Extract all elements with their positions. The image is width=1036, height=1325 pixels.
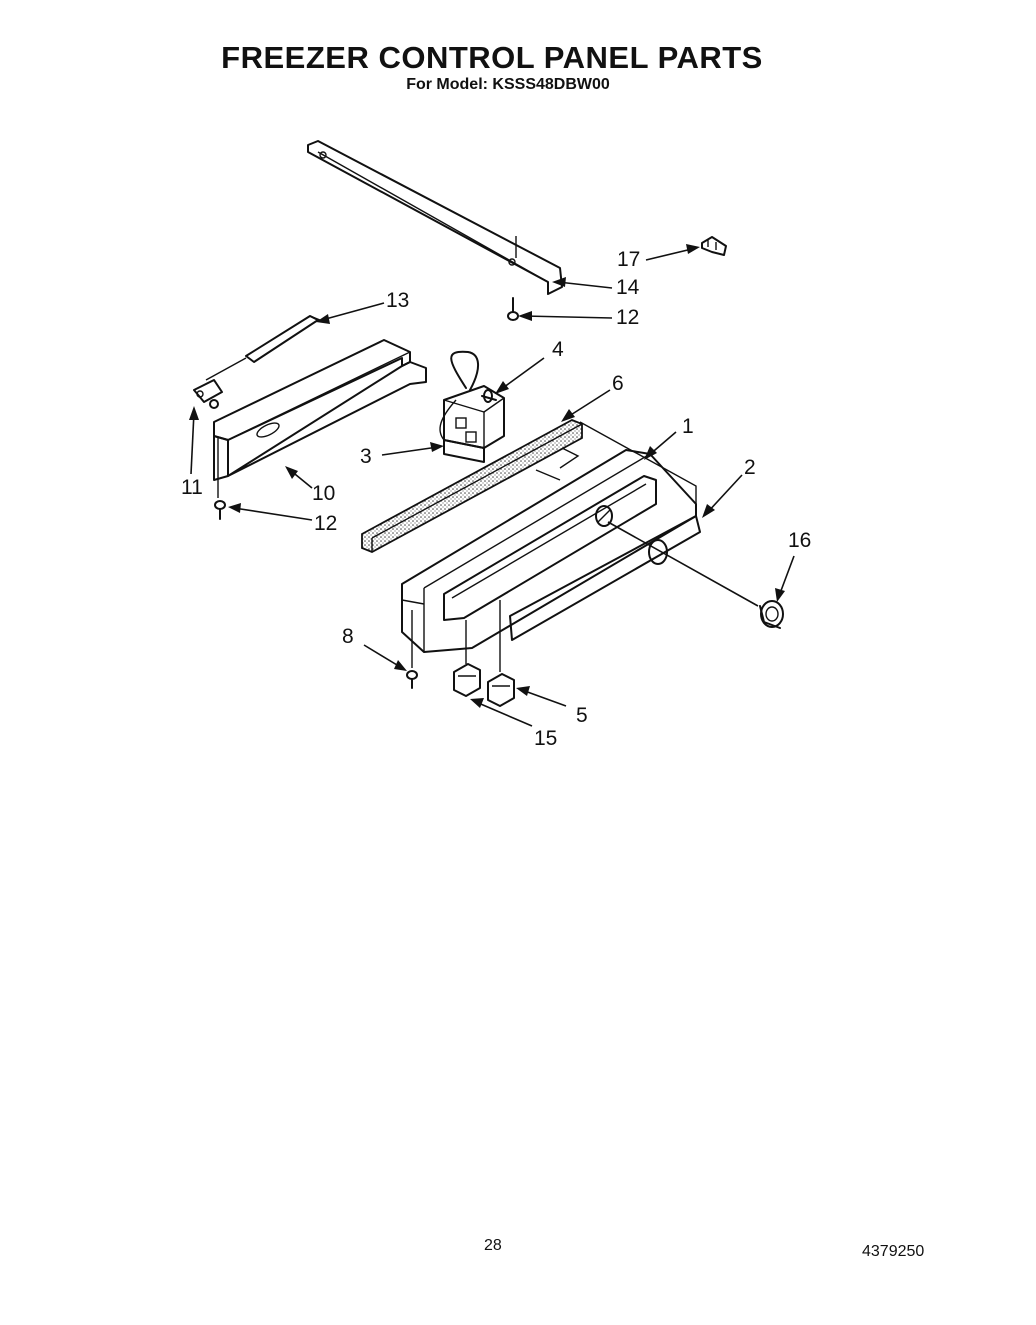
document-number: 4379250 [862,1243,925,1260]
leader-11 [189,406,199,475]
part-6-gasket [361,419,583,553]
leader-8 [363,644,407,671]
part-15-switch [453,620,481,697]
part-4-screw [481,389,497,403]
callout-15: 15 [534,727,557,750]
part-10-angle-bracket [213,339,427,498]
part-12-screw-top [507,297,519,321]
leader-17 [645,244,700,261]
callout-12-left: 12 [314,512,337,535]
leader-14 [552,277,613,289]
leader-15 [470,698,533,727]
callout-11: 11 [181,476,203,499]
part-17-clip [701,236,727,256]
leader-12-left [228,503,313,521]
page-title: FREEZER CONTROL PANEL PARTS [221,40,763,75]
callout-17: 17 [617,248,640,271]
leader-6 [561,389,611,422]
part-2-overlay [509,515,701,641]
leader-1 [644,431,677,460]
callout-3: 3 [360,445,372,468]
leader-5 [516,686,567,707]
model-subtitle: For Model: KSSS48DBW00 [406,76,610,93]
leader-16 [775,555,795,602]
part-12-screw-left [214,500,226,520]
part-14-bracket [307,140,563,295]
leader-4 [495,357,545,394]
leader-13 [316,302,385,324]
part-5-switch [487,600,515,707]
callout-12-top: 12 [616,306,639,329]
leader-knob-axis [607,521,759,607]
part-11-connector [193,379,223,409]
callout-13: 13 [386,289,409,312]
part-3-control [439,350,505,463]
callout-10: 10 [312,482,335,505]
callout-14: 14 [616,276,640,299]
leader-12-top [518,311,613,321]
leader-10 [285,466,313,489]
leader-3 [381,442,444,456]
callout-16: 16 [788,529,811,552]
part-16-knob [759,600,784,629]
leader-2 [702,474,743,518]
part-13-sensor [205,315,321,381]
callout-6: 6 [612,372,624,395]
callout-5: 5 [576,704,588,727]
callout-1: 1 [682,415,694,438]
page-number: 28 [484,1237,502,1254]
callout-2: 2 [744,456,756,479]
callout-8: 8 [342,625,354,648]
part-8-screw [406,610,418,689]
callout-4: 4 [552,338,564,361]
